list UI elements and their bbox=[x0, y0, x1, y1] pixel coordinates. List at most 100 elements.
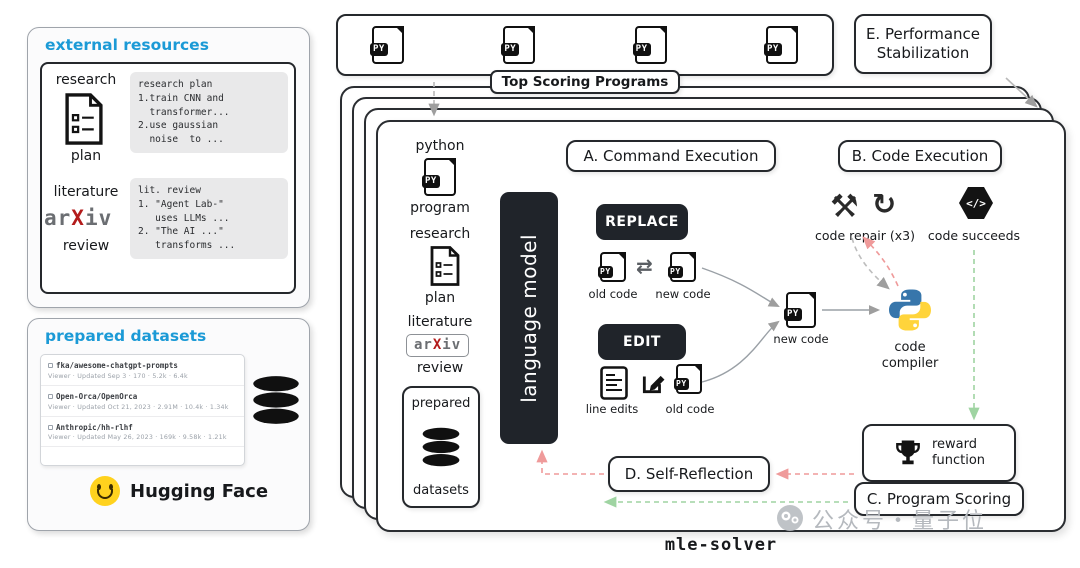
py-file-icon: PY bbox=[632, 26, 667, 64]
research-plan-label-bottom: plan bbox=[70, 148, 102, 164]
dataset-name-text: Open-Orca/OpenOrca bbox=[56, 391, 138, 401]
arxiv-pre: ar bbox=[414, 337, 433, 353]
research-plan-label-bottom: plan bbox=[424, 290, 456, 306]
py-file-icon: PY bbox=[763, 26, 798, 64]
database-icon bbox=[253, 376, 299, 424]
literature-review-label-top: literature bbox=[407, 314, 473, 330]
py-badge: PY bbox=[422, 175, 440, 189]
edit-command-box: EDIT bbox=[598, 324, 686, 360]
old-code-py-icon: PY bbox=[598, 252, 626, 282]
self-reflection-box: D. Self-Reflection bbox=[608, 456, 770, 492]
arxiv-x: X bbox=[71, 206, 85, 230]
trophy-icon bbox=[896, 440, 920, 465]
old-code-py-icon: PY bbox=[674, 364, 702, 394]
language-model-label: language model bbox=[517, 233, 541, 403]
prepared-label-top: prepared bbox=[411, 396, 471, 411]
arxiv-post: iv bbox=[84, 206, 113, 230]
reward-function-label: reward function bbox=[931, 436, 986, 468]
language-model-box: language model bbox=[500, 192, 558, 444]
database-icon bbox=[422, 427, 460, 467]
replace-command-box: REPLACE bbox=[596, 204, 688, 240]
huggingface-datasets-screenshot: fka/awesome-chatgpt-prompts Viewer · Upd… bbox=[40, 354, 245, 466]
literature-review-label-top: literature bbox=[53, 184, 119, 200]
py-badge: PY bbox=[668, 265, 683, 278]
arxiv-logo: arXiv bbox=[44, 206, 112, 230]
py-badge: PY bbox=[632, 43, 651, 57]
refresh-icon: ↻ bbox=[872, 187, 897, 221]
command-execution-box: A. Command Execution bbox=[566, 140, 776, 172]
dataset-meta: Viewer · Updated Oct 21, 2023 · 2.91M · … bbox=[48, 403, 229, 411]
repair-tools-icon: ⚒ bbox=[830, 187, 859, 225]
py-badge: PY bbox=[501, 43, 520, 57]
hugging-face-mouth bbox=[97, 489, 113, 499]
dataset-row: Anthropic/hh-rlhf Viewer · Updated May 2… bbox=[41, 417, 244, 448]
py-file-icon: PY bbox=[422, 158, 456, 196]
dataset-row: fka/awesome-chatgpt-prompts Viewer · Upd… bbox=[41, 355, 244, 386]
watermark-text: 公众号・量子位 bbox=[812, 509, 988, 534]
literature-review-snippet: lit. review 1. "Agent Lab-" uses LLMs ..… bbox=[130, 178, 288, 259]
dataset-name-text: Anthropic/hh-rlhf bbox=[56, 422, 133, 432]
research-plan-icon bbox=[65, 93, 103, 145]
top-scoring-programs-label: Top Scoring Programs bbox=[490, 70, 680, 94]
code-glyph: </> bbox=[966, 197, 986, 210]
hugging-face-brand: Hugging Face bbox=[130, 481, 269, 502]
new-code-label: new code bbox=[655, 287, 711, 301]
dataset-name: fka/awesome-chatgpt-prompts bbox=[48, 361, 237, 371]
py-file-icon: PY bbox=[501, 26, 536, 64]
arxiv-x: X bbox=[432, 337, 443, 353]
new-code-label: new code bbox=[773, 332, 829, 346]
research-plan-icon bbox=[430, 246, 460, 286]
arxiv-post: iv bbox=[442, 337, 462, 353]
research-plan-label-top: research bbox=[55, 72, 117, 88]
code-succeeds-icon: </> bbox=[959, 187, 993, 219]
literature-review-label-bottom: review bbox=[62, 238, 110, 254]
edit-pencil-icon bbox=[642, 375, 665, 394]
dataset-meta: Viewer · Updated May 26, 2023 · 169k · 9… bbox=[48, 434, 227, 442]
py-badge: PY bbox=[784, 308, 802, 322]
dataset-icon bbox=[48, 363, 53, 369]
dataset-name: Open-Orca/OpenOrca bbox=[48, 392, 237, 402]
py-badge: PY bbox=[598, 265, 613, 278]
reward-function-box: reward function bbox=[862, 424, 1016, 482]
arxiv-pre: ar bbox=[44, 206, 72, 230]
code-succeeds-label: code succeeds bbox=[927, 228, 1021, 243]
py-badge: PY bbox=[763, 43, 782, 57]
mle-solver-title: mle-solver bbox=[664, 535, 778, 555]
prepared-label-bottom: datasets bbox=[413, 483, 469, 498]
e-box-line1: E. Performance bbox=[865, 24, 981, 43]
arxiv-logo: arXiv bbox=[406, 334, 470, 357]
dataset-icon bbox=[48, 394, 53, 400]
code-compiler-label: code compiler bbox=[881, 340, 939, 372]
performance-stabilization-box: E. Performance Stabilization bbox=[854, 14, 992, 74]
hugging-face-icon bbox=[90, 476, 120, 506]
watermark-logo-icon bbox=[777, 505, 803, 531]
code-repair-label: code repair (x3) bbox=[815, 228, 915, 243]
old-code-label: old code bbox=[588, 287, 638, 301]
new-code-py-icon: PY bbox=[668, 252, 696, 282]
dataset-row: Open-Orca/OpenOrca Viewer · Updated Oct … bbox=[41, 386, 244, 417]
python-program-label-top: python bbox=[415, 138, 465, 154]
research-plan-snippet: research plan 1.train CNN and transforme… bbox=[130, 72, 288, 153]
dataset-meta: Viewer · Updated Sep 3 · 170 · 5.2k · 6.… bbox=[48, 372, 188, 380]
e-box-line2: Stabilization bbox=[876, 44, 970, 62]
line-edits-label: line edits bbox=[585, 402, 639, 416]
python-logo-icon bbox=[889, 289, 931, 331]
external-resources-title: external resources bbox=[45, 36, 209, 54]
dataset-name: Anthropic/hh-rlhf bbox=[48, 423, 237, 433]
literature-review-label-bottom: review bbox=[416, 360, 464, 376]
swap-arrows-icon: ⇄ bbox=[636, 254, 653, 278]
py-badge: PY bbox=[674, 377, 689, 390]
python-program-label-bottom: program bbox=[410, 200, 470, 216]
py-file-icon: PY bbox=[370, 26, 404, 64]
code-execution-box: B. Code Execution bbox=[838, 140, 1002, 172]
dataset-icon bbox=[48, 424, 53, 430]
program-scoring-box: C. Program Scoring bbox=[854, 482, 1024, 516]
dataset-name-text: fka/awesome-chatgpt-prompts bbox=[56, 361, 178, 370]
prepared-datasets-input-box: prepared datasets bbox=[402, 386, 480, 508]
new-code-py-icon: PY bbox=[784, 292, 816, 328]
line-edits-icon bbox=[600, 366, 628, 400]
py-badge: PY bbox=[370, 43, 388, 57]
research-plan-label-top: research bbox=[409, 226, 471, 242]
top-scoring-programs-box: PY PY PY PY bbox=[336, 14, 834, 76]
